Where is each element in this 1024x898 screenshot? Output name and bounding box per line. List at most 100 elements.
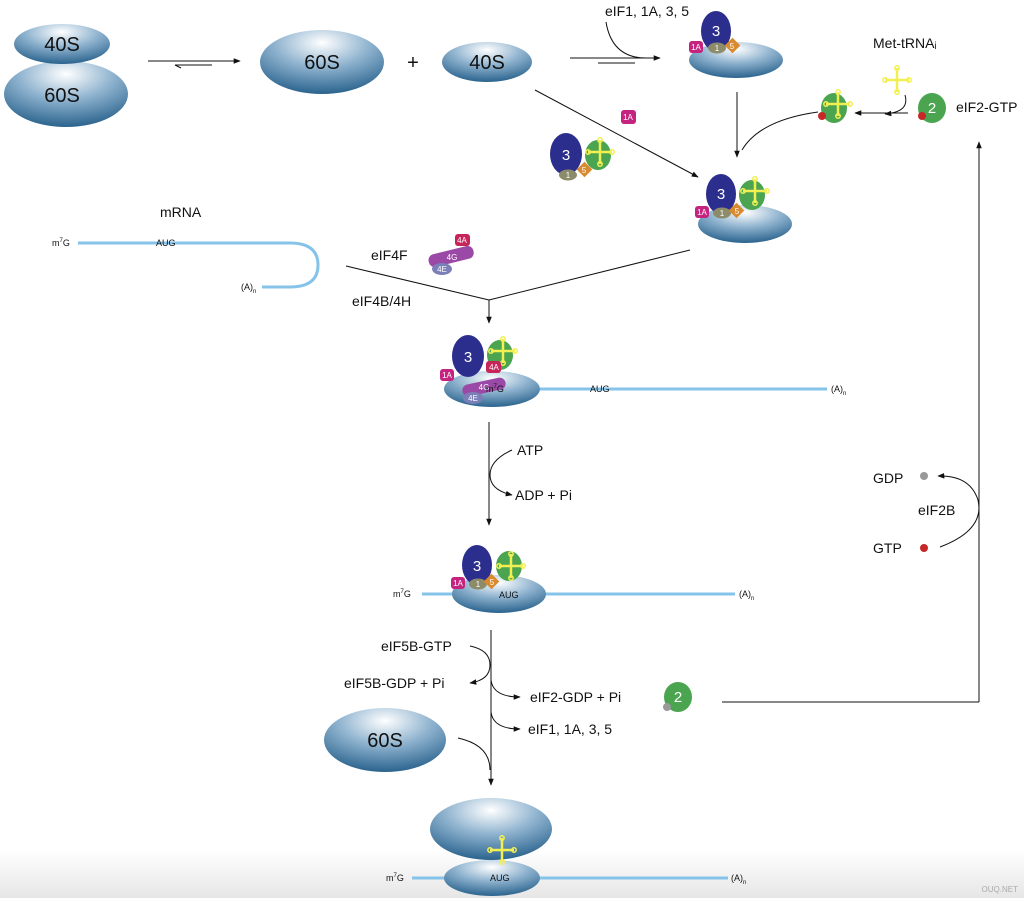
complex-80s: AUG: [430, 798, 552, 896]
ternary-complex: [818, 88, 854, 123]
f80-cap-sup: 7: [394, 873, 398, 879]
eif4a-label: 4A: [457, 236, 467, 245]
aug-eif3-label: 3: [473, 558, 481, 575]
gtp-dot-2: [920, 544, 928, 552]
poly-a-aug-sub: n: [751, 596, 754, 602]
pic-eif5-label: 5: [735, 207, 740, 216]
cap-base: m: [52, 238, 60, 248]
eif3-label: 3: [712, 23, 720, 40]
mfc-eif3-label: 3: [562, 147, 570, 164]
pic-eif1-label: 1: [720, 209, 725, 218]
mrna-aug: AUG: [156, 238, 176, 248]
poly-a-48s-sub: n: [843, 391, 846, 397]
free-60s-label: 60S: [304, 52, 340, 74]
eif1-label: 1: [715, 44, 720, 53]
pic-eif3-label: 3: [717, 186, 725, 203]
eif3-shape: [701, 11, 731, 51]
equilibrium-arrows: [148, 58, 241, 69]
complex-40s-eif1-1a-3-5: 3 1 1A 5: [689, 11, 783, 78]
met-trna-icon: [881, 64, 913, 96]
aug-cap-sup: 7: [401, 589, 405, 595]
eif1a-free-label: 1A: [623, 113, 633, 122]
gdp-dot: [920, 472, 928, 480]
mfc-eif1-label: 1: [566, 171, 571, 180]
svg-text:(A)n: (A)n: [831, 384, 846, 397]
eif2-gdp-pi-label: eIF2-GDP + Pi: [530, 689, 621, 705]
plus-sign: +: [407, 52, 419, 74]
aug-eif1a-label: 1A: [453, 579, 463, 588]
eif1a-free: 1A: [621, 110, 636, 124]
subunit-40s-shape: [14, 24, 110, 64]
eif2-gtp-free: 2: [918, 93, 946, 123]
pic-eif1a-label: 1A: [697, 208, 707, 217]
c48-eif4e-label: 4E: [468, 394, 478, 403]
released-factors-label: eIF1, 1A, 3, 5: [528, 721, 612, 737]
eif2-label: 2: [928, 100, 936, 117]
c48-eif3-label: 3: [464, 349, 472, 366]
c48-eif4a-label: 4A: [489, 363, 499, 372]
svg-text:m7G: m7G: [386, 873, 404, 883]
svg-text:m7G: m7G: [52, 238, 70, 248]
eif5b-gdp-pi-label: eIF5B-GDP + Pi: [344, 675, 445, 691]
eif1a-label: 1A: [691, 43, 701, 52]
eif2b-label: eIF2B: [918, 502, 955, 518]
free-40s: 40S: [442, 42, 532, 82]
subunit-40s-label: 40S: [44, 34, 80, 56]
f80-cap-base: m: [386, 873, 394, 883]
multifactor-complex: 3 1 5: [550, 133, 616, 181]
eif4f-label: eIF4F: [371, 247, 408, 263]
aug-eif5-label: 5: [490, 578, 495, 587]
complex-at-aug: 3 1 1A 5 AUG: [451, 545, 546, 613]
initiation-factors-label: eIF1, 1A, 3, 5: [605, 3, 689, 19]
poly-a-aug: (A): [739, 589, 751, 599]
c48-cap-base: m: [486, 384, 494, 394]
adp-pi-label: ADP + Pi: [515, 487, 572, 503]
poly-a-80s: (A): [731, 873, 743, 883]
subunit-60s-label: 60S: [44, 85, 80, 107]
joining-60s-label: 60S: [367, 730, 403, 752]
free-40s-label: 40S: [469, 52, 505, 74]
mrna-48s-aug: AUG: [590, 384, 610, 394]
mrna-label: mRNA: [160, 204, 202, 220]
svg-text:m7G: m7G: [486, 384, 504, 394]
eif4b-4h-label: eIF4B/4H: [352, 293, 411, 309]
complex-48s: 3 4G 4A 1A 4E m7G: [440, 335, 540, 407]
mfc-eif5-label: 5: [582, 166, 587, 175]
eif2-gdp-label-num: 2: [674, 689, 682, 706]
complex-43s: 3 1 1A 5: [695, 174, 792, 243]
gdp-label: GDP: [873, 470, 903, 486]
aug-cap-end: G: [404, 589, 411, 599]
eif5-label: 5: [730, 42, 735, 51]
aug-eif1-label: 1: [476, 580, 481, 589]
eif4f-complex: 4G 4A 4E: [428, 234, 474, 275]
c48-eif1a-label: 1A: [442, 371, 452, 380]
f80-aug-label: AUG: [490, 873, 510, 883]
atp-label: ATP: [517, 442, 543, 458]
eif2-gtp-label: eIF2-GTP: [956, 99, 1017, 115]
svg-text:(A)n: (A)n: [731, 873, 746, 886]
gtp-dot: [918, 112, 926, 120]
eif4e-label: 4E: [437, 265, 447, 274]
joining-60s: 60S: [324, 708, 446, 772]
ribosome-80s: 40S 60S: [4, 24, 128, 127]
eif4g-label: 4G: [447, 253, 458, 262]
poly-a: (A): [241, 282, 253, 292]
met-trna-label: Met-tRNAᵢ: [873, 35, 937, 51]
svg-text:(A)n: (A)n: [241, 282, 256, 295]
svg-text:(A)n: (A)n: [739, 589, 754, 602]
mrna-free: m7G AUG (A)n: [52, 238, 320, 295]
aug-codon-label: AUG: [499, 590, 519, 600]
c48-cap-end: G: [497, 384, 504, 394]
f80-cap-end: G: [397, 873, 404, 883]
subunit-60s-shape: [4, 61, 128, 127]
poly-a-80s-sub: n: [743, 880, 746, 886]
cap-end: G: [63, 238, 70, 248]
c48-cap-sup: 7: [494, 384, 498, 390]
watermark: OUQ.NET: [982, 885, 1019, 894]
gtp-label: GTP: [873, 540, 902, 556]
svg-text:m7G: m7G: [393, 589, 411, 599]
c48-eif4g-label: 4G: [479, 383, 490, 392]
aug-cap-base: m: [393, 589, 401, 599]
free-60s: 60S: [260, 30, 384, 94]
